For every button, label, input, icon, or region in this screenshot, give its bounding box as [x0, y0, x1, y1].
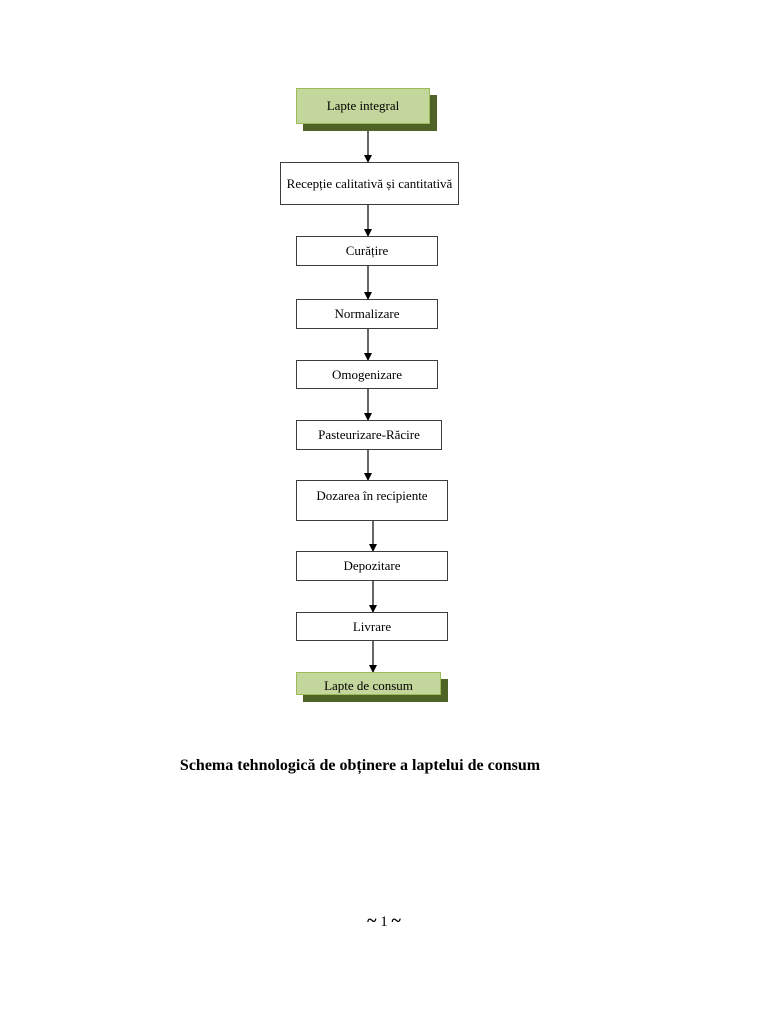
step-node: Dozarea în recipiente [296, 480, 448, 521]
step-node: Normalizare [296, 299, 438, 329]
step-node: Depozitare [296, 551, 448, 581]
step-node-label: Omogenizare [331, 366, 403, 382]
step-node-label: Pasteurizare-Răcire [318, 427, 420, 442]
diagram-caption: Schema tehnologică de obținere a laptelu… [179, 757, 541, 774]
end-node: Lapte de consum [296, 672, 441, 695]
step-node-label: Dozarea în recipiente [316, 488, 428, 503]
end-node-label: Lapte de consum [324, 678, 413, 693]
step-node: Livrare [296, 612, 448, 641]
page-number-left-tilde: ~ [367, 910, 377, 930]
step-node: Omogenizare [296, 360, 438, 389]
step-node-label: Normalizare [334, 306, 400, 321]
page-number: ~ 1 ~ [0, 910, 768, 931]
step-node-label: Recepție calitativă și cantitativă [286, 175, 453, 191]
page-number-value: 1 [380, 914, 388, 930]
step-node: Recepție calitativă și cantitativă [280, 162, 459, 205]
step-node-label: Curățire [345, 243, 389, 258]
step-node-label: Depozitare [343, 558, 401, 573]
page-number-right-tilde: ~ [391, 910, 401, 930]
start-node-label: Lapte integral [326, 98, 400, 113]
step-node: Pasteurizare-Răcire [296, 420, 442, 450]
step-node-label: Livrare [352, 618, 392, 634]
step-node: Curățire [296, 236, 438, 266]
start-node: Lapte integral [296, 88, 430, 124]
